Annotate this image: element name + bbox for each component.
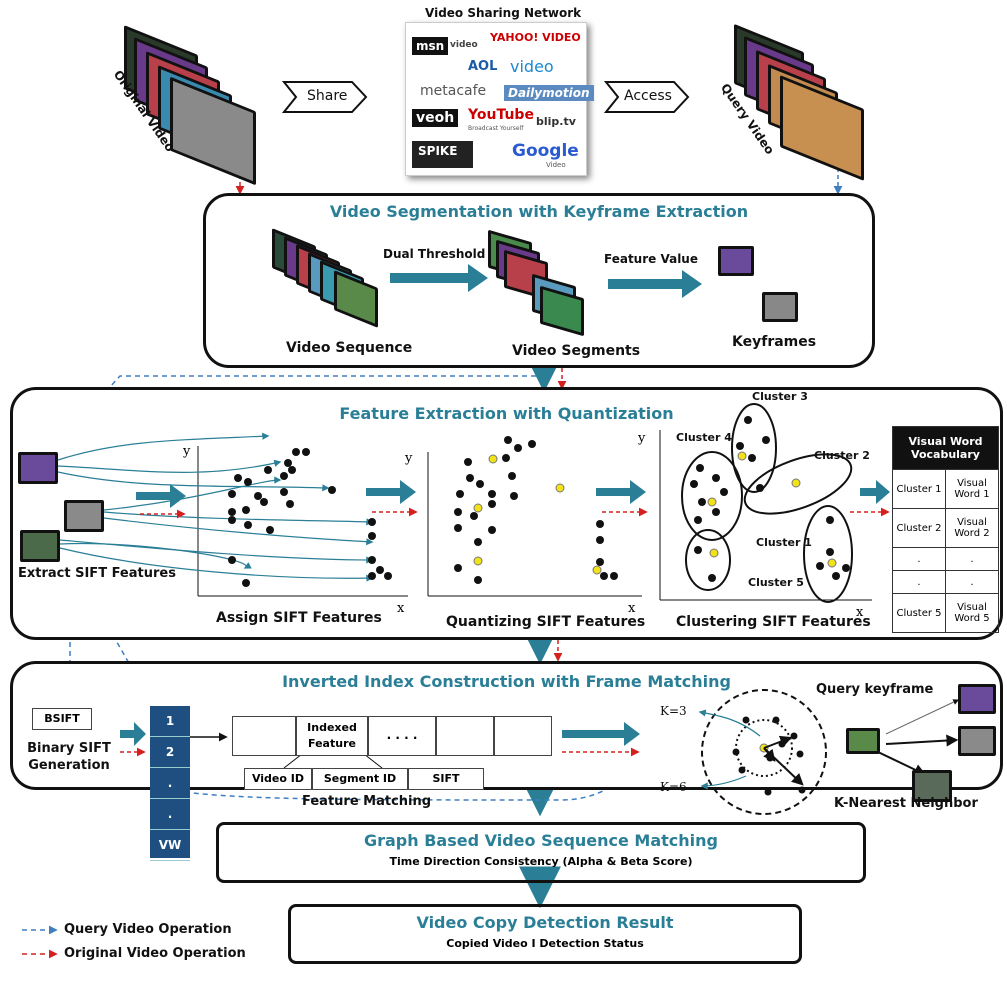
cluster-label: Clustering SIFT Features: [676, 614, 871, 630]
sift-keyframe-2: [64, 500, 104, 532]
svg-text:x: x: [397, 601, 405, 616]
binary-sift-label: Binary SIFT Generation: [27, 741, 111, 773]
cluster-3-label: Cluster 3: [752, 390, 808, 403]
svg-text:y: y: [182, 444, 191, 459]
dailymotion-logo: Dailymotion: [504, 85, 594, 101]
cluster-4-label: Cluster 4: [676, 431, 732, 444]
neighbor-keyframe-1: [958, 684, 996, 714]
result-title: Video Copy Detection Result: [416, 913, 674, 932]
vw-item: 2: [150, 737, 190, 768]
vocab-cell: Visual Word 2: [945, 508, 999, 548]
cluster-5-label: Cluster 5: [748, 576, 804, 589]
keyframes-label: Keyframes: [732, 334, 817, 350]
neighbor-keyframe-2: [958, 726, 996, 756]
svg-text:y: y: [637, 431, 646, 446]
sift-keyframe-1: [18, 452, 58, 484]
indexed-feature-cell: Indexed Feature: [296, 716, 368, 756]
vocab-cell: .: [892, 547, 946, 571]
vw-item: .: [150, 799, 190, 830]
k6-label: K=6: [660, 780, 687, 794]
video-sequence-label: Video Sequence: [286, 340, 413, 356]
vw-item: 1: [150, 706, 190, 737]
graph-matching-panel: Graph Based Video Sequence Matching Time…: [216, 822, 866, 883]
k3-label: K=3: [660, 704, 687, 718]
svg-text:x: x: [628, 601, 636, 616]
dual-threshold-arrow: [390, 264, 488, 292]
access-chevron: [604, 81, 690, 113]
feature-value-arrow: [608, 270, 702, 298]
msn-logo: msn: [412, 37, 449, 55]
sharing-network-logos: msn video YAHOO! VIDEO AOL video metacaf…: [405, 22, 594, 176]
keyframe-1: [718, 246, 754, 276]
legend-original-op: Original Video Operation: [64, 946, 246, 961]
blip-logo: blip.tv: [536, 115, 576, 128]
cluster-1-label: Cluster 1: [756, 536, 812, 549]
feature-matching-label: Feature Matching: [302, 794, 432, 809]
network-title: Video Sharing Network: [425, 6, 582, 20]
query-keyframe-image: [846, 728, 880, 754]
feature-value-label: Feature Value: [604, 252, 698, 266]
vocab-cell: .: [945, 570, 999, 594]
aol-logo: AOL: [468, 59, 498, 74]
metacafe-logo: metacafe: [420, 83, 487, 99]
sift-cell: SIFT: [408, 768, 484, 790]
segmentation-title: Video Segmentation with Keyframe Extract…: [329, 202, 749, 221]
spike-logo: SPIKE: [412, 141, 474, 168]
google-video-logo: Google: [512, 141, 579, 161]
legend-query-op: Query Video Operation: [64, 922, 232, 937]
vocab-cell: Cluster 1: [892, 469, 946, 509]
segment-id-cell: Segment ID: [312, 768, 408, 790]
youtube-logo: YouTube: [468, 107, 534, 123]
result-panel: Video Copy Detection Result Copied Video…: [288, 904, 802, 964]
video-segments-label: Video Segments: [512, 343, 641, 359]
access-label: Access: [624, 88, 672, 104]
extract-sift-label: Extract SIFT Features: [18, 566, 176, 581]
neighbor-keyframe-3: [912, 770, 952, 802]
knn-label: K-Nearest Neighbor: [834, 796, 978, 811]
svg-text:x: x: [856, 605, 864, 620]
index-dots-cell: . . . .: [368, 716, 436, 756]
video-id-cell: Video ID: [244, 768, 312, 790]
vocab-cell: Visual Word 1: [945, 469, 999, 509]
vocab-cell: .: [892, 570, 946, 594]
vw-item: VW: [150, 830, 190, 861]
graph-matching-title: Graph Based Video Sequence Matching: [363, 831, 718, 850]
index-cell: [494, 716, 552, 756]
keyframe-2: [762, 292, 798, 322]
veoh-logo: veoh: [412, 109, 459, 127]
feature-extraction-title: Feature Extraction with Quantization: [339, 404, 674, 423]
query-keyframe-label: Query keyframe: [816, 682, 934, 697]
result-subtitle: Copied Video I Detection Status: [446, 937, 644, 950]
share-chevron: [282, 81, 368, 113]
vocab-cell: Visual Word 5: [945, 593, 999, 633]
vw-item: .: [150, 768, 190, 799]
quantize-label: Quantizing SIFT Features: [446, 614, 646, 630]
vocab-header: Visual Word Vocabulary: [892, 426, 999, 470]
yahoo-logo: YAHOO! VIDEO: [490, 31, 581, 44]
assign-label: Assign SIFT Features: [216, 610, 382, 626]
inverted-index-title: Inverted Index Construction with Frame M…: [282, 672, 731, 691]
visual-word-column: 1 2 . . VW: [150, 706, 190, 861]
graph-matching-subtitle: Time Direction Consistency (Alpha & Beta…: [389, 855, 693, 868]
share-label: Share: [307, 88, 348, 104]
cluster-2-label: Cluster 2: [814, 449, 870, 462]
sift-keyframe-3: [20, 530, 60, 562]
dual-threshold-label: Dual Threshold: [383, 247, 486, 261]
bsift-box: BSIFT: [32, 708, 92, 730]
index-cell: [232, 716, 296, 756]
svg-text:y: y: [404, 451, 413, 466]
index-cell: [436, 716, 494, 756]
